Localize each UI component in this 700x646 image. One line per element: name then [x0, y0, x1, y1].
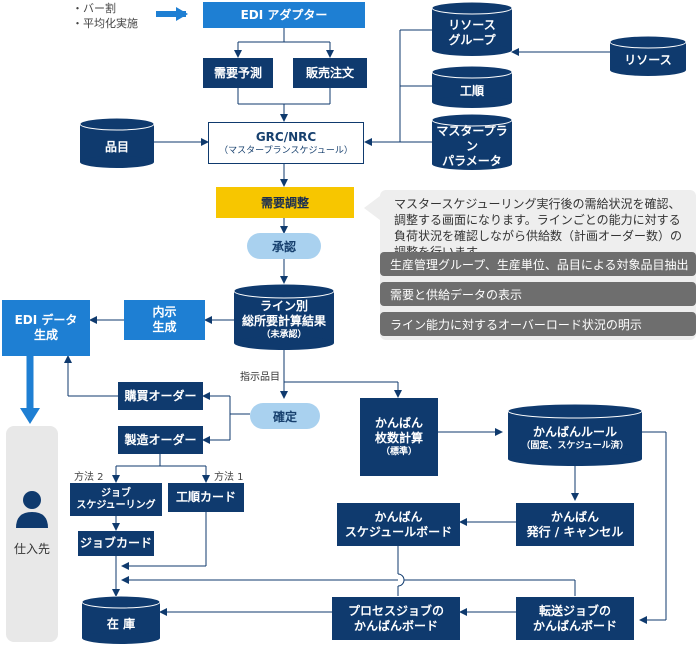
cylinder-shape	[432, 114, 512, 170]
process-job-board-box: プロセスジョブの かんばんボード	[332, 597, 460, 640]
job-scheduling-box: ジョブ スケジューリング	[70, 483, 162, 516]
kanban-calc-label: かんばん 枚数計算	[374, 416, 423, 445]
feature-item: ライン能力に対するオーバーロード状況の明示	[380, 312, 696, 336]
resource-label: リソース	[624, 52, 672, 67]
supplier-panel	[6, 426, 58, 642]
kanban-calc-sub-label: （標準）	[380, 447, 417, 457]
routing-label: 工順	[459, 83, 484, 98]
edi-adapter-box: EDI アダプター	[203, 2, 365, 28]
line-calc-label-group: ライン別 総所要計算結果 （未承認）	[234, 298, 334, 342]
routing-card-box: 工順カード	[168, 483, 244, 512]
supplier-label: 仕入先	[14, 542, 51, 556]
feature-item: 生産管理グループ、生産単位、品目による対象品目抽出	[380, 252, 696, 276]
grc-nrc-label: GRC/NRC	[255, 129, 317, 144]
resource-cylinder: リソース	[610, 36, 686, 76]
edi-data-box: EDI データ 生成	[2, 300, 90, 356]
note-bar-split: ・バー割	[72, 2, 116, 15]
note-leveling: ・平均化実施	[72, 17, 138, 30]
cylinder-shape	[432, 2, 512, 56]
instruct-item-label: 指示品目	[240, 372, 280, 383]
job-card-box: ジョブカード	[78, 531, 154, 556]
transfer-job-board-box: 転送ジョブの かんばんボード	[516, 597, 634, 640]
master-plan-param-label: マスタープラン パラメータ	[436, 123, 508, 168]
cylinder-shape	[82, 596, 160, 644]
feature-item: 需要と供給データの表示	[380, 282, 696, 306]
person-icon	[16, 491, 48, 528]
cylinder-shape	[432, 66, 512, 108]
demand-forecast-box: 需要予測	[203, 58, 273, 88]
line-calc-sub-label: （未承認）	[261, 330, 307, 340]
method1-label: 方法 1	[214, 472, 244, 483]
line-calc-label: ライン別 総所要計算結果	[241, 299, 326, 328]
demand-adjust-box: 需要調整	[216, 187, 354, 218]
item-cylinder: 品目	[80, 118, 154, 168]
inventory-cylinder: 在 庫	[82, 596, 160, 644]
cylinder-shape	[234, 284, 334, 350]
kanban-rule-cylinder: かんばんルール （固定、スケジュール済）	[508, 404, 642, 466]
routing-cylinder: 工順	[432, 66, 512, 108]
mfg-order-box: 製造オーダー	[118, 426, 203, 454]
inventory-label: 在 庫	[106, 616, 136, 631]
kanban-calc-box: かんばん 枚数計算 （標準）	[360, 398, 438, 476]
cylinder-shape	[80, 118, 154, 168]
purchase-order-box: 購買オーダー	[118, 382, 203, 410]
kanban-rule-label-group: かんばんルール （固定、スケジュール済）	[508, 418, 642, 458]
sales-order-box: 販売注文	[293, 58, 367, 88]
line-calc-cylinder: ライン別 総所要計算結果 （未承認）	[234, 284, 334, 350]
confirm-pill: 確定	[250, 403, 320, 429]
item-label: 品目	[104, 139, 129, 154]
resource-group-cylinder: リソース グループ	[432, 2, 512, 56]
approve-pill: 承認	[247, 233, 321, 259]
master-plan-param-cylinder: マスタープラン パラメータ	[432, 114, 512, 170]
description-text: マスタースケジューリング実行後の需給状況を確認、調整する画面になります。ラインご…	[394, 197, 683, 259]
grc-nrc-sub-label: （マスタープランスケジュール）	[219, 145, 353, 156]
grc-nrc-box: GRC/NRC （マスタープランスケジュール）	[208, 122, 364, 164]
naiji-box: 内示 生成	[124, 300, 205, 340]
kanban-schedule-board-box: かんばん スケジュールボード	[337, 503, 460, 546]
resource-group-label: リソース グループ	[448, 18, 496, 47]
cylinder-shape	[508, 404, 642, 466]
kanban-rule-label: かんばんルール	[532, 424, 617, 439]
cylinder-shape	[610, 36, 686, 76]
method2-label: 方法 2	[74, 472, 104, 483]
kanban-rule-sub-label: （固定、スケジュール済）	[521, 440, 629, 451]
kanban-issue-box: かんばん 発行 / キャンセル	[516, 503, 634, 546]
